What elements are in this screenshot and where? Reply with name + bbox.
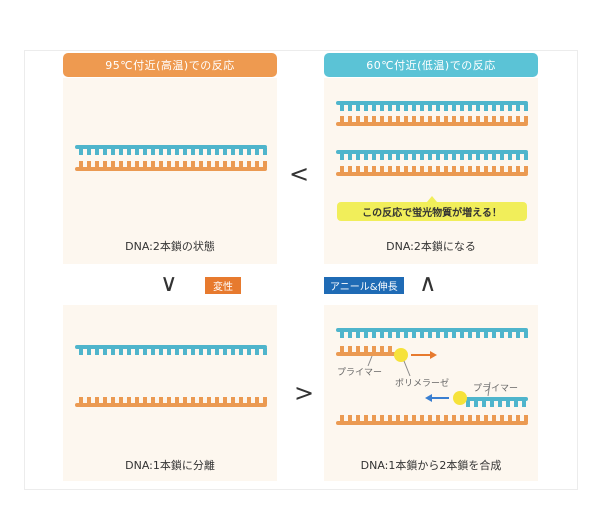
- dna-strand-orange: [75, 397, 267, 407]
- high-temp-header: 95℃付近(高温)での反応: [63, 53, 277, 77]
- low-temp-header: 60℃付近(低温)での反応: [324, 53, 538, 77]
- primer-right-pointer: [487, 381, 491, 397]
- panel-label-double-strand: DNA:2本鎖の状態: [125, 240, 215, 253]
- dna-strand-blue: [336, 101, 528, 111]
- extension-arrowhead-left: [425, 394, 432, 402]
- dna-strand-orange: [75, 161, 267, 171]
- panel-label-becomes-double: DNA:2本鎖になる: [386, 240, 476, 253]
- dna-strand-blue: [336, 328, 528, 338]
- arrow-left-icon: <: [289, 160, 310, 188]
- denature-tag: 変性: [205, 277, 241, 294]
- primer-left-label: プライマー: [337, 368, 383, 378]
- dna-strand-blue: [75, 345, 267, 355]
- dna-strand-orange: [336, 116, 528, 126]
- anneal-extend-tag: アニール&伸長: [324, 277, 404, 294]
- dna-strand-blue: [336, 150, 528, 160]
- arrow-up-icon: ∧: [419, 269, 437, 297]
- arrow-right-icon: >: [294, 379, 315, 407]
- polymerase-left: [394, 348, 408, 362]
- dna-strand-orange: [336, 166, 528, 176]
- panel-separated: DNA:1本鎖に分離: [63, 305, 277, 481]
- polymerase-label: ポリメラーゼ: [395, 379, 450, 389]
- extension-arrowhead-right: [430, 351, 437, 359]
- polymerase-pointer: [403, 360, 411, 377]
- primer-strand-orange: [336, 346, 396, 356]
- fluorescence-callout: この反応で蛍光物質が増える！: [337, 196, 527, 221]
- panel-label-separated: DNA:1本鎖に分離: [125, 459, 215, 472]
- primer-strand-blue: [462, 397, 528, 407]
- primer-right-label: プライマー: [473, 384, 519, 394]
- polymerase-right: [453, 391, 467, 405]
- dna-strand-orange: [336, 415, 528, 425]
- primer-left-pointer: [367, 355, 373, 367]
- panel-label-synthesis: DNA:1本鎖から2本鎖を合成: [360, 459, 502, 472]
- arrow-down-icon: ∨: [160, 269, 178, 297]
- dna-strand-blue: [75, 145, 267, 155]
